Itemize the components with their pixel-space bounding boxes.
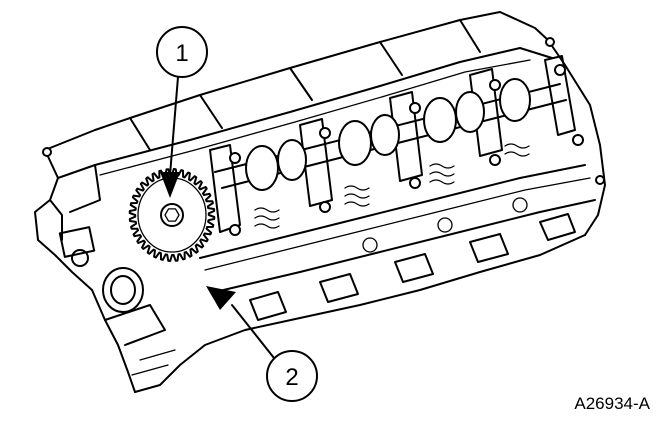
figure-code: A26934-A: [574, 394, 650, 413]
lower-face-ports: [249, 197, 576, 321]
callout-1-label: 1: [175, 40, 188, 67]
callout-2: 2: [206, 286, 318, 402]
front-end-details: [42, 37, 605, 376]
callout-1-circle: [156, 26, 208, 78]
sprocket-bolt-hex: [164, 208, 180, 222]
callout-2-arrowhead: [206, 286, 236, 310]
callout-2-leader: [231, 304, 275, 359]
callout-1-leader: [169, 76, 179, 176]
camshaft: [214, 78, 567, 191]
cylinder-head-body: [34, 11, 606, 393]
sprocket-bolt: [160, 203, 184, 227]
callout-1-arrowhead: [160, 172, 180, 198]
valve-train: [229, 64, 584, 236]
callout-1: 1: [156, 26, 208, 198]
callout-2-circle: [266, 350, 318, 402]
callout-2-label: 2: [285, 364, 298, 391]
